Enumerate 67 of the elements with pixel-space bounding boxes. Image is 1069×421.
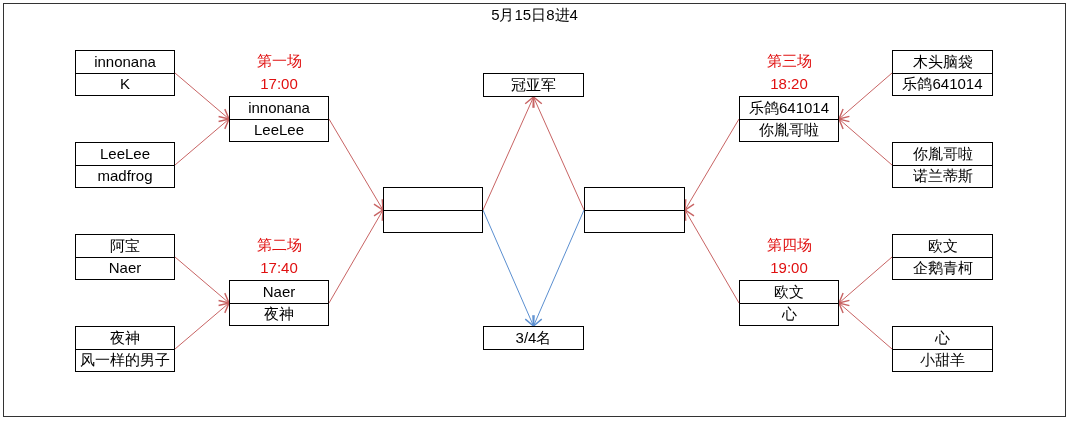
- player-name: 心: [935, 329, 950, 346]
- player-name: Naer: [108, 259, 142, 276]
- match-box: [229, 96, 329, 142]
- player-name: 乐鸽641014: [748, 99, 830, 116]
- arrow: [482, 96, 535, 211]
- arrow: [838, 72, 893, 120]
- result-label: 冠亚军: [511, 76, 556, 93]
- arrow: [838, 118, 893, 166]
- arrow: [174, 72, 230, 120]
- arrow: [838, 302, 893, 350]
- player-name: LeeLee: [253, 121, 305, 138]
- player-name: 乐鸽641014: [902, 75, 983, 92]
- arrow: [532, 96, 585, 211]
- match-box: [584, 187, 685, 233]
- arrow: [328, 118, 384, 211]
- match-box: [383, 187, 483, 233]
- match-label: 第二场: [256, 236, 302, 253]
- match-box: [75, 326, 175, 372]
- player-name: 阿宝: [110, 237, 140, 254]
- player-name: innonana: [248, 99, 310, 116]
- player-name: 你胤哥啦: [912, 145, 973, 162]
- match-time: 17:40: [260, 259, 298, 276]
- player-name: 夜神: [110, 329, 140, 346]
- match-box: [892, 326, 993, 372]
- arrow: [328, 209, 384, 304]
- result-label: 3/4名: [515, 329, 552, 346]
- player-name: 风一样的男子: [80, 351, 170, 368]
- player-name: Naer: [262, 283, 296, 300]
- match-label: 第一场: [256, 52, 302, 69]
- arrow: [174, 118, 230, 166]
- player-name: 诺兰蒂斯: [912, 167, 973, 184]
- match-time: 19:00: [770, 259, 808, 276]
- match-box: [75, 142, 175, 188]
- match-box: [892, 50, 993, 96]
- player-name: 欧文: [927, 237, 958, 254]
- match-time: 17:00: [260, 75, 298, 92]
- player-name: 欧文: [774, 283, 804, 300]
- arrow: [532, 209, 585, 327]
- result-box: [483, 326, 584, 350]
- player-name: K: [120, 75, 130, 92]
- player-name: 小甜羊: [920, 351, 965, 368]
- arrow: [174, 302, 230, 350]
- player-name: 你胤哥啦: [759, 121, 819, 138]
- result-box: [483, 73, 584, 97]
- match-box: [739, 96, 839, 142]
- player-name: LeeLee: [99, 145, 151, 162]
- match-box: [892, 142, 993, 188]
- arrow: [838, 256, 893, 304]
- arrow: [684, 209, 740, 304]
- arrow: [174, 256, 230, 304]
- player-name: 心: [781, 305, 797, 322]
- title: 5月15日8进4: [490, 5, 579, 25]
- match-box: [229, 280, 329, 326]
- match-box: [739, 280, 839, 326]
- match-label: 第三场: [766, 52, 812, 69]
- arrow: [684, 118, 740, 211]
- match-box: [892, 234, 993, 280]
- player-name: madfrog: [97, 167, 153, 184]
- arrow: [482, 209, 535, 327]
- match-box: [75, 50, 175, 96]
- player-name: 夜神: [264, 305, 294, 322]
- match-time: 18:20: [770, 75, 808, 92]
- player-name: 木头脑袋: [912, 53, 973, 70]
- match-label: 第四场: [766, 236, 812, 253]
- player-name: 企鹅青柯: [912, 259, 973, 276]
- player-name: innonana: [94, 53, 156, 70]
- match-box: [75, 234, 175, 280]
